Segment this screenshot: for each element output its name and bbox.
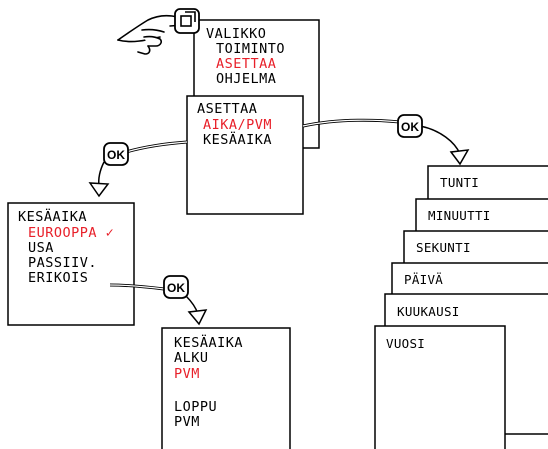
dst-menu-panel: KESÄAIKA EUROOPPA ✓ USA PASSIIV. ERIKOIS [7,202,135,326]
curved-arrow-icon [88,182,110,198]
main-menu-item[interactable]: TOIMINTO [216,41,285,57]
time-card-label: PÄIVÄ [404,272,443,287]
dst-menu-item[interactable]: ERIKOIS [28,270,88,286]
special-dst-title: KESÄAIKA [174,333,243,351]
curved-arrow-icon [449,149,470,166]
connector-to-special-menu [109,283,208,326]
connector-to-time-cards [302,118,470,166]
curved-arrow-icon [419,125,461,155]
special-dst-item: ALKU [174,350,209,366]
dst-menu-title: KESÄAIKA [18,207,87,225]
time-card-label: KUUKAUSI [397,304,460,319]
curved-arrow-icon [98,161,105,187]
dst-menu-item-selected[interactable]: EUROOPPA ✓ [28,225,114,241]
special-dst-item-selected[interactable]: PVM [174,366,200,382]
time-card-vuosi: VUOSI [374,325,506,449]
time-card-label: VUOSI [386,336,425,351]
time-card-label: TUNTI [440,175,479,190]
dst-menu-item[interactable]: USA [28,240,54,256]
special-dst-item: PVM [174,414,200,430]
menu-button-icon[interactable] [174,8,200,34]
time-card-label: MINUUTTI [428,208,491,223]
main-menu-title: VALIKKO [206,26,266,42]
ok-badge-label: OK [107,148,125,162]
main-menu-item[interactable]: OHJELMA [216,71,276,87]
settings-menu-item[interactable]: KESÄAIKA [203,130,272,148]
special-dst-item: LOPPU [174,399,217,415]
ok-badge-icon: OK [163,275,189,299]
connector-to-dst-menu [88,140,188,198]
ok-badge-label: OK [167,281,185,295]
ok-badge-label: OK [401,120,419,134]
curved-arrow-icon [187,309,208,326]
dst-menu-item[interactable]: PASSIIV. [28,255,97,271]
settings-menu-item-selected[interactable]: AIKA/PVM [203,117,272,133]
time-card-stack: TUNTI MINUUTTI SEKUNTI PÄIVÄ KUUKAUSI VU… [374,165,548,449]
special-dst-panel: KESÄAIKA ALKU PVM LOPPU PVM [161,327,291,449]
settings-menu-panel: ASETTAA AIKA/PVM KESÄAIKA [186,95,304,215]
ok-badge-icon: OK [103,142,129,166]
ok-badge-icon: OK [397,114,423,138]
main-menu-item-selected[interactable]: ASETTAA [216,56,276,72]
time-card-label: SEKUNTI [416,240,471,255]
settings-menu-title: ASETTAA [197,101,257,117]
